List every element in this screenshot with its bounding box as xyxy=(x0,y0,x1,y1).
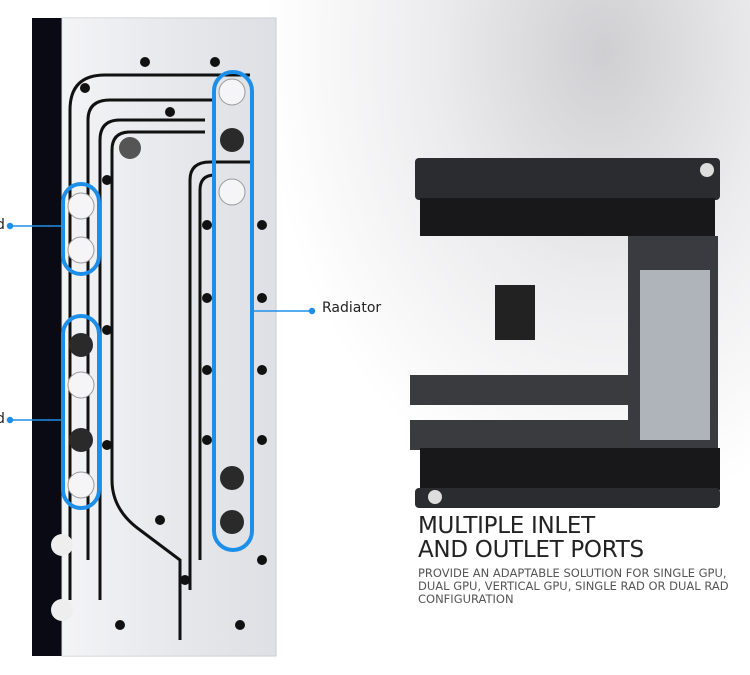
left-callout-label-bottom: d xyxy=(0,411,5,427)
feature-title-line2: AND OUTLET PORTS xyxy=(418,537,644,563)
plate-black-edge xyxy=(32,18,64,656)
feature-title: MULTIPLE INLET AND OUTLET PORTS xyxy=(418,514,644,562)
screw-holes xyxy=(80,57,267,630)
pc-case-render xyxy=(410,158,720,508)
left-callout-label-top: d xyxy=(0,217,5,233)
feature-description: PROVIDE AN ADAPTABLE SOLUTION FOR SINGLE… xyxy=(418,566,729,606)
brand-logo-icon xyxy=(51,599,73,621)
ek-logo-icon xyxy=(51,534,73,556)
feature-title-line1: MULTIPLE INLET xyxy=(418,513,595,539)
port-highlights xyxy=(61,70,254,552)
callout-lines xyxy=(6,222,316,424)
radiator-label: Radiator xyxy=(322,300,382,316)
ports xyxy=(67,78,246,534)
